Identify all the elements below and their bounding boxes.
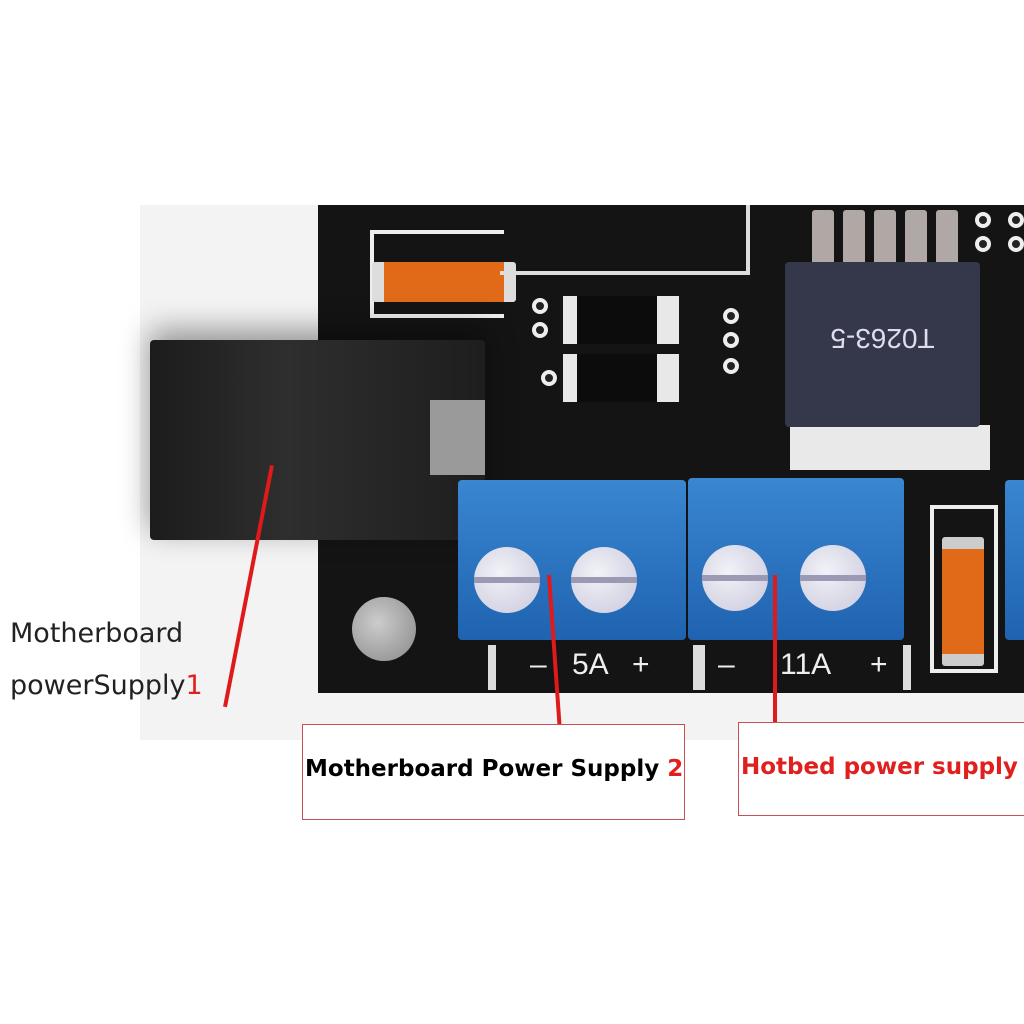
terminal-current: 11A <box>780 648 832 681</box>
jack-tab <box>430 400 485 475</box>
terminal-screw <box>800 545 866 611</box>
via <box>532 298 548 314</box>
terminal-minus: – <box>530 648 547 681</box>
callout-line-3 <box>773 575 777 723</box>
ic-pin <box>843 210 865 265</box>
via <box>1008 236 1024 252</box>
callout-label-2-text: Motherboard Power Supply <box>305 756 668 782</box>
regulator-ic: T0263-5 <box>785 262 980 427</box>
ic-thermal-pad <box>790 425 990 470</box>
callout-label-1-text: powerSupply <box>10 670 186 701</box>
via <box>723 308 739 324</box>
ic-pin <box>936 210 958 265</box>
via <box>975 236 991 252</box>
ic-label: T0263-5 <box>830 323 935 354</box>
terminal-plus: + <box>632 648 650 681</box>
smd-resistor <box>372 262 516 302</box>
terminal-screw <box>702 545 768 611</box>
silkscreen-outline <box>500 205 750 275</box>
via <box>532 322 548 338</box>
terminal-block-partial <box>1005 480 1024 640</box>
via <box>975 212 991 228</box>
via <box>723 358 739 374</box>
callout-box-3: Hotbed power supply <box>738 722 1024 816</box>
smd-diode <box>563 354 679 402</box>
terminal-current: 5A <box>572 648 609 681</box>
callout-number-2: 2 <box>667 756 684 782</box>
silkscreen-bar <box>488 645 496 690</box>
terminal-screw <box>571 547 637 613</box>
silkscreen-bar <box>693 645 705 690</box>
dc-barrel-jack <box>150 340 485 540</box>
callout-label-1-line2: powerSupply1 <box>10 670 203 701</box>
callout-label-2: Motherboard Power Supply 2 <box>305 756 683 782</box>
callout-label-1-line1: Motherboard <box>10 618 184 649</box>
via <box>723 332 739 348</box>
silkscreen-bar <box>903 645 911 690</box>
terminal-screw <box>474 547 540 613</box>
via <box>541 370 557 386</box>
ic-pin <box>874 210 896 265</box>
callout-label-3: Hotbed power supply <box>741 754 1018 780</box>
smd-fuse <box>942 537 984 666</box>
via <box>1008 212 1024 228</box>
callout-box-2: Motherboard Power Supply 2 <box>302 724 685 820</box>
ic-pin <box>812 210 834 265</box>
terminal-minus: – <box>718 648 735 681</box>
mounting-hole <box>352 597 416 661</box>
ic-pin <box>905 210 927 265</box>
smd-diode <box>563 296 679 344</box>
silkscreen-outline <box>930 505 998 673</box>
terminal-plus: + <box>870 648 888 681</box>
callout-number-1: 1 <box>185 670 203 701</box>
